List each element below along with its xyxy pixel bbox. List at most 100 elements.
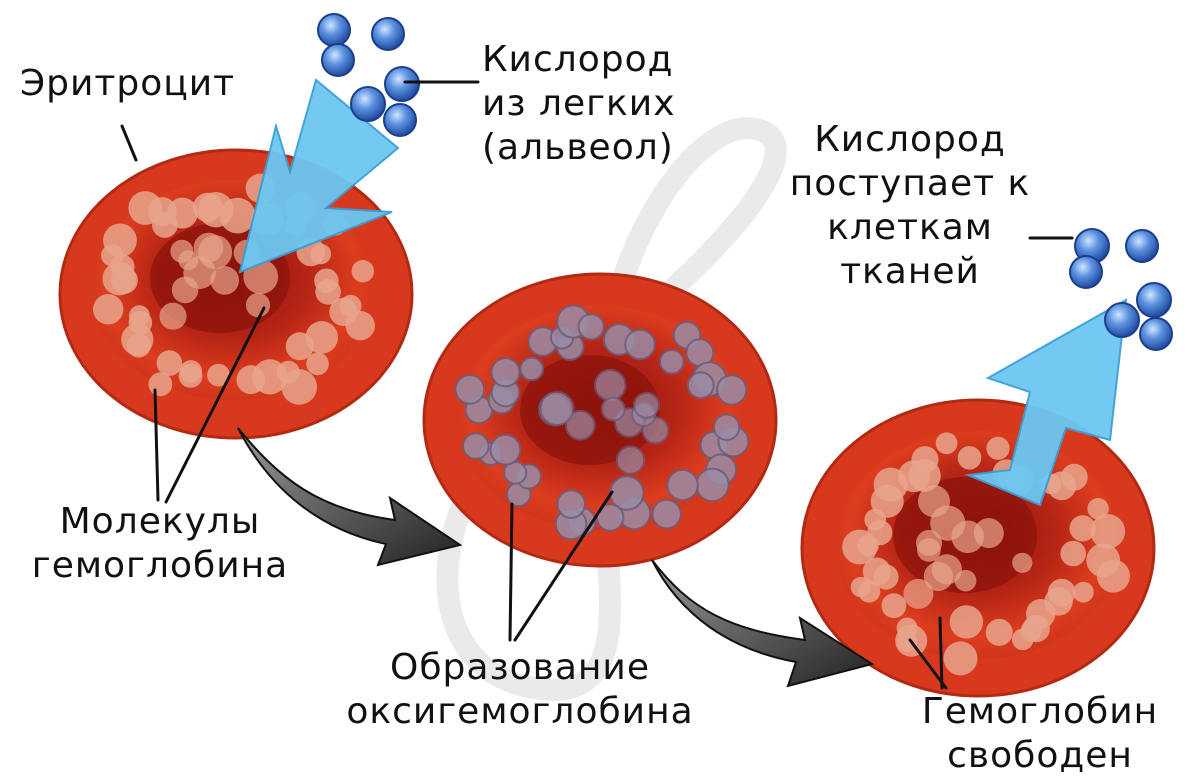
erythrocyte-cell-2 bbox=[422, 272, 778, 568]
granule bbox=[1060, 540, 1086, 567]
granule bbox=[659, 349, 685, 375]
granule bbox=[985, 618, 1013, 646]
label-oxygen-out-line-3: клеткам bbox=[827, 207, 993, 248]
label-oxyhemoglobin: Образование оксигемоглобина bbox=[330, 646, 710, 734]
granule bbox=[519, 356, 545, 382]
label-hemoglobin-molecules-line-1: Молекулы bbox=[59, 501, 261, 542]
granule bbox=[615, 445, 646, 475]
granule bbox=[624, 328, 656, 361]
oxygen-outflow-arrow bbox=[964, 298, 1128, 507]
granule bbox=[633, 391, 661, 419]
leader-oxyhemoglobin-b bbox=[513, 490, 614, 642]
granule bbox=[954, 569, 977, 592]
granule bbox=[210, 266, 239, 295]
oxygen-atom bbox=[383, 103, 417, 137]
granule bbox=[129, 305, 150, 326]
granule bbox=[1060, 463, 1088, 491]
granule bbox=[1012, 552, 1033, 573]
granule bbox=[666, 468, 699, 502]
label-hemoglobin-molecules: Молекулы гемоглобина bbox=[10, 500, 310, 588]
label-hemoglobin-free: Гемоглобин свободен bbox=[900, 690, 1180, 778]
granule bbox=[973, 518, 1004, 549]
granule bbox=[935, 432, 958, 455]
granule bbox=[285, 332, 314, 361]
granule bbox=[207, 363, 230, 387]
granule bbox=[351, 260, 374, 283]
oxygen-molecules-incoming bbox=[317, 13, 420, 137]
label-oxygen-in-line-3: (альвеол) bbox=[482, 127, 674, 168]
oxyhemoglobin-granules-cell-2 bbox=[454, 304, 750, 541]
oxygen-atom bbox=[1069, 255, 1103, 289]
label-oxygen-out-line-1: Кислород bbox=[814, 119, 1006, 160]
oxygen-molecules-outgoing bbox=[1069, 228, 1173, 351]
granule bbox=[159, 302, 187, 330]
label-oxyhemoglobin-line-2: оксигемоглобина bbox=[346, 691, 694, 732]
granule bbox=[171, 276, 199, 304]
granule bbox=[651, 498, 682, 530]
granule bbox=[179, 360, 202, 383]
granule bbox=[850, 576, 871, 598]
oxygen-atom bbox=[384, 66, 420, 102]
oxygen-atom bbox=[1125, 229, 1159, 263]
granule bbox=[943, 641, 978, 676]
leader-hemoglobin-free-a bbox=[938, 616, 944, 690]
hemoglobin-granules-cell-1 bbox=[93, 173, 375, 405]
granule bbox=[281, 369, 318, 405]
granule bbox=[716, 374, 748, 406]
leader-hemoglobin-b bbox=[164, 306, 266, 504]
granule bbox=[103, 223, 137, 258]
granule bbox=[462, 432, 490, 460]
granule bbox=[593, 368, 627, 402]
label-oxygen-in-line-1: Кислород bbox=[482, 39, 674, 80]
leader-lines bbox=[120, 80, 1074, 690]
transition-arrow-1 bbox=[237, 427, 463, 567]
oxygen-atom bbox=[1104, 302, 1140, 338]
granule bbox=[315, 279, 341, 305]
oxygen-inflow-arrow bbox=[238, 78, 400, 274]
label-oxygen-out-line-2: поступает к bbox=[789, 163, 1031, 204]
granule bbox=[490, 357, 521, 388]
granule bbox=[556, 489, 587, 519]
granule bbox=[236, 365, 266, 395]
granule bbox=[949, 605, 984, 639]
granule bbox=[193, 232, 224, 263]
granule bbox=[986, 436, 1010, 460]
erythrocyte-cell-1 bbox=[58, 148, 414, 440]
granule bbox=[156, 350, 183, 376]
label-erythrocyte-text: Эритроцит bbox=[20, 63, 236, 104]
granule bbox=[148, 372, 173, 397]
granule bbox=[903, 578, 934, 609]
granule bbox=[345, 311, 375, 341]
granule bbox=[577, 313, 605, 341]
label-hemoglobin-molecules-line-2: гемоглобина bbox=[31, 545, 289, 586]
oxygen-atom bbox=[1139, 317, 1173, 351]
label-hemoglobin-free-line-2: свободен bbox=[947, 735, 1133, 776]
granule bbox=[1072, 581, 1094, 603]
granule bbox=[917, 538, 941, 562]
granule bbox=[695, 467, 730, 503]
label-oxygen-out-line-4: тканей bbox=[840, 251, 980, 292]
leader-hemoglobin-free-b bbox=[908, 638, 948, 690]
oxygen-atom bbox=[1136, 282, 1172, 318]
leader-hemoglobin-a bbox=[153, 388, 160, 502]
granule bbox=[862, 557, 891, 586]
granule bbox=[564, 409, 596, 441]
granule bbox=[931, 554, 962, 585]
erythrocyte-cell-3 bbox=[800, 398, 1156, 698]
oxygen-atom bbox=[371, 17, 405, 51]
leader-erythrocyte bbox=[120, 124, 138, 162]
granule bbox=[219, 197, 256, 234]
granule bbox=[686, 371, 715, 400]
granule bbox=[1087, 498, 1109, 520]
oxygen-atom bbox=[321, 43, 355, 77]
label-oxygen-in: Кислород из легких (альвеол) bbox=[482, 38, 676, 170]
granule bbox=[712, 413, 741, 441]
label-oxyhemoglobin-line-1: Образование bbox=[390, 647, 650, 688]
granule bbox=[911, 446, 939, 474]
granule bbox=[170, 239, 194, 263]
granule bbox=[93, 294, 124, 325]
granule bbox=[918, 485, 950, 518]
granule bbox=[539, 391, 575, 426]
oxygen-atom bbox=[317, 13, 351, 47]
